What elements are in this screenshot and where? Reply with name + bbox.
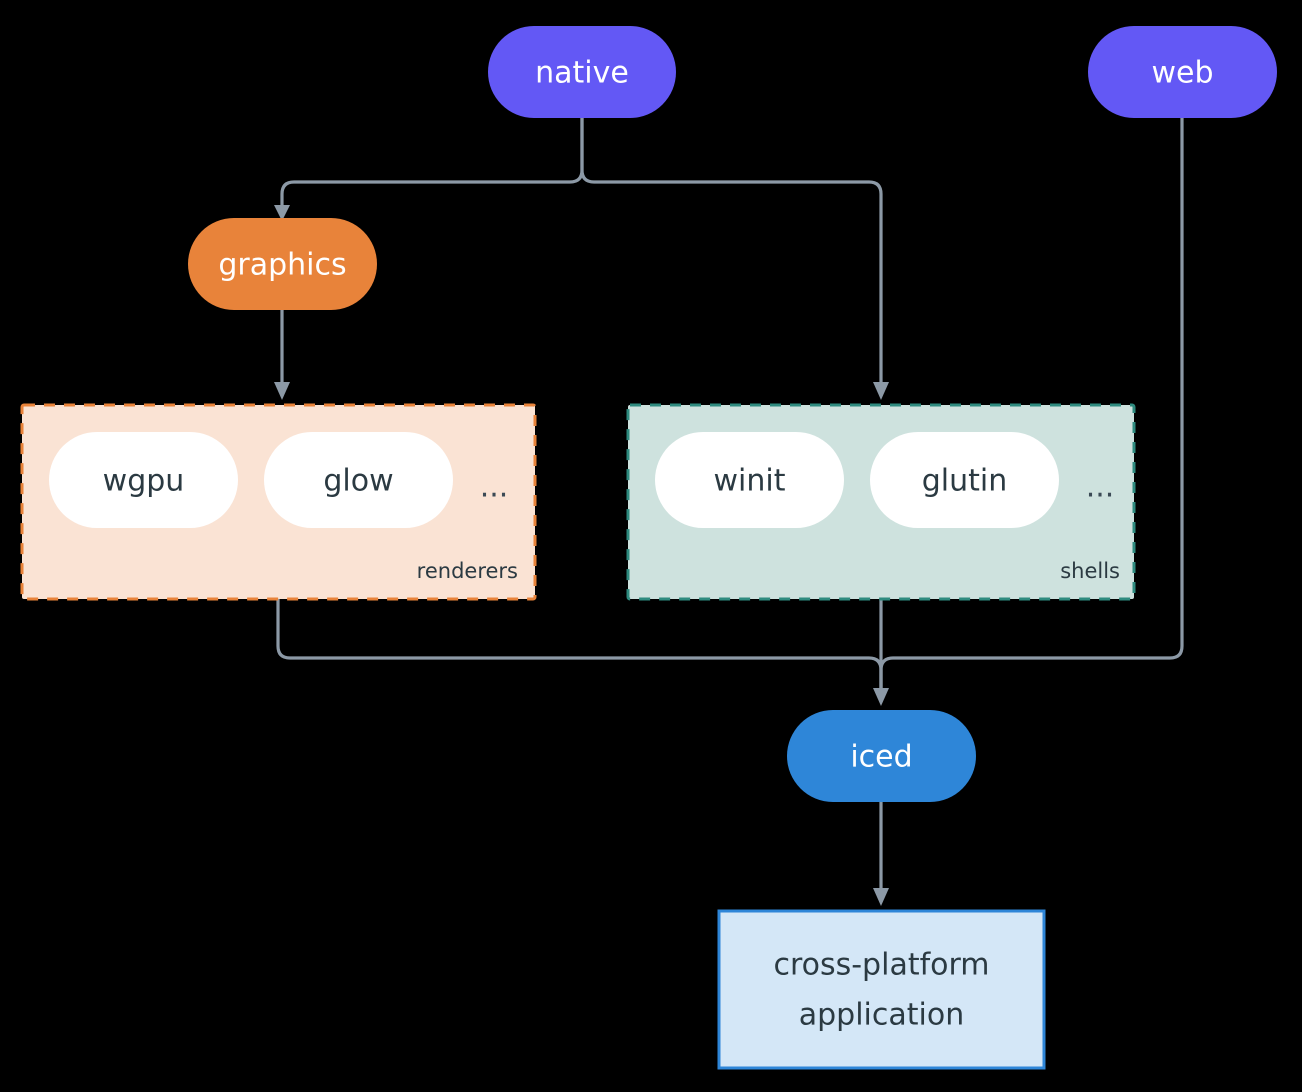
node-native-label: native bbox=[535, 56, 629, 91]
node-glutin[interactable]: glutin bbox=[870, 432, 1059, 528]
node-glutin-label: glutin bbox=[922, 464, 1008, 499]
node-graphics-shape bbox=[188, 218, 377, 310]
node-web-shape bbox=[1088, 26, 1277, 118]
node-wgpu[interactable]: wgpu bbox=[49, 432, 238, 528]
node-application-label-line2: application bbox=[799, 998, 964, 1033]
node-graphics-label: graphics bbox=[218, 248, 346, 283]
node-native[interactable]: native bbox=[488, 26, 676, 118]
node-web[interactable]: web bbox=[1088, 26, 1277, 118]
node-iced[interactable]: iced bbox=[787, 710, 976, 802]
node-application-label-line1: cross-platform bbox=[773, 948, 989, 983]
edge-web-to-iced bbox=[879, 116, 1184, 697]
cluster-shells-label: shells bbox=[1060, 559, 1120, 583]
edge-renderers-to-iced bbox=[276, 597, 883, 697]
node-glow[interactable]: glow bbox=[264, 432, 453, 528]
node-wgpu-label: wgpu bbox=[103, 464, 185, 499]
node-application[interactable]: cross-platform application bbox=[717, 909, 1046, 1070]
arrowhead-graphics-to-renderers bbox=[274, 382, 290, 400]
node-glow-label: glow bbox=[323, 464, 393, 499]
renderers-ellipsis: ... bbox=[480, 470, 509, 505]
node-winit-shape bbox=[655, 432, 844, 528]
cluster-renderers: wgpu glow ... renderers bbox=[20, 403, 537, 601]
edge-native-to-shells bbox=[580, 116, 883, 387]
node-application-shape bbox=[717, 909, 1046, 1070]
node-graphics[interactable]: graphics bbox=[188, 218, 377, 310]
shells-ellipsis: ... bbox=[1086, 470, 1115, 505]
edge-layer bbox=[274, 116, 1184, 906]
arrowhead-native-to-shells bbox=[873, 382, 889, 400]
node-glutin-shape bbox=[870, 432, 1059, 528]
node-iced-label: iced bbox=[850, 740, 912, 775]
node-winit[interactable]: winit bbox=[655, 432, 844, 528]
cluster-renderers-label: renderers bbox=[417, 559, 518, 583]
cluster-shells: winit glutin ... shells bbox=[626, 403, 1136, 601]
node-glow-shape bbox=[264, 432, 453, 528]
edge-native-to-graphics bbox=[280, 116, 584, 210]
node-web-label: web bbox=[1151, 56, 1213, 91]
arrowhead-iced-to-application bbox=[873, 888, 889, 906]
node-iced-shape bbox=[787, 710, 976, 802]
node-wgpu-shape bbox=[49, 432, 238, 528]
arrowhead-native-to-graphics bbox=[274, 205, 290, 221]
node-native-shape bbox=[488, 26, 676, 118]
node-winit-label: winit bbox=[714, 464, 786, 499]
arrowhead-to-iced bbox=[873, 688, 889, 706]
